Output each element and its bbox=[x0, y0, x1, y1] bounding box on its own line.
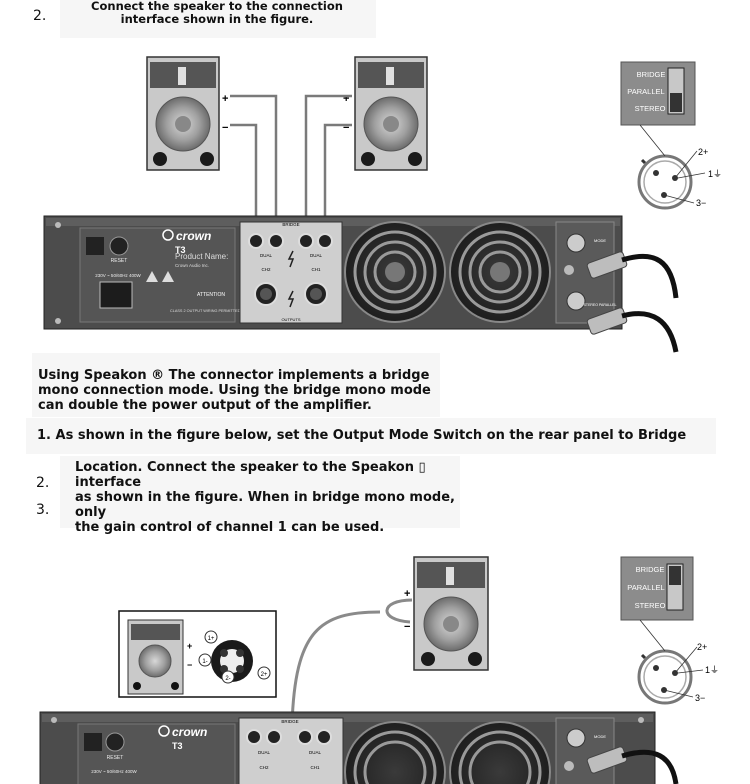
speaker-bridge bbox=[413, 556, 489, 671]
switch2-label-stereo: STEREO bbox=[635, 601, 666, 610]
mode-switch-inset: BRIDGE PARALLEL STEREO bbox=[620, 61, 696, 126]
step2-background bbox=[60, 456, 460, 528]
bridge-speaker-plus: + bbox=[404, 588, 410, 600]
amp2-ch2-label: CH2 bbox=[259, 765, 268, 770]
step1-background bbox=[26, 418, 716, 454]
bridge-speaker-minus: − bbox=[404, 621, 410, 633]
xlr2-pin2-label: 2+ bbox=[697, 642, 707, 652]
amp-product-name: Product Name: bbox=[175, 252, 228, 261]
speakon-1plus: 1+ bbox=[208, 636, 215, 642]
right-speaker-minus: − bbox=[343, 122, 349, 134]
amplifier-rear-panel: RESET 230V ~ 50/60Hz 400W crown T3 Produ… bbox=[43, 215, 623, 330]
xlr2-pin1-label: 1⏚ bbox=[705, 665, 719, 675]
step2-line: as shown in the figure. When in bridge m… bbox=[75, 490, 455, 520]
amp2-dual-ch2-label: DUAL bbox=[258, 750, 271, 755]
switch2-label-bridge: BRIDGE bbox=[636, 565, 665, 574]
amp2-mode-label: MODE bbox=[594, 734, 606, 739]
amp2-brand-logo: crown bbox=[172, 725, 207, 739]
xlr-pinout-diagram-2: 2+ 1⏚ 3− bbox=[637, 619, 719, 705]
amp-ch2-label: CH2 bbox=[261, 267, 270, 272]
amp-brand-logo: crown bbox=[176, 229, 211, 243]
xlr-pin1-label: 1⏚ bbox=[708, 169, 722, 179]
speakon-inset: 1+ 1- 2- 2+ + − bbox=[118, 610, 277, 698]
right-speaker-plus: + bbox=[343, 93, 349, 105]
amp-power-spec: 230V ~ 50/60Hz 400W bbox=[95, 273, 141, 278]
intro-line: Using Speakon ® The connector implements… bbox=[38, 368, 430, 383]
switch-label-stereo: STEREO bbox=[635, 104, 666, 113]
intro-background bbox=[32, 353, 440, 417]
amp2-reset-label: RESET bbox=[107, 755, 124, 761]
amp-model: T3 bbox=[175, 245, 186, 255]
amp-dual-ch2-label: DUAL bbox=[260, 253, 273, 258]
top-caption: Connect the speaker to the connection in… bbox=[91, 0, 343, 26]
amp2-ch1-label: CH1 bbox=[310, 765, 319, 770]
xlr-pin3-label: 3− bbox=[696, 198, 706, 208]
step2-line: the gain control of channel 1 can be use… bbox=[75, 520, 385, 535]
figure-stereo-connection: + − + − BRIDGE PARALLEL STEREO bbox=[43, 56, 722, 353]
intro-line: can double the power output of the ampli… bbox=[38, 398, 372, 413]
xlr-pinout-diagram: 2+ 1⏚ 3− bbox=[637, 124, 722, 210]
switch2-label-parallel: PARALLEL bbox=[627, 583, 664, 592]
amp-outputs-label: OUTPUTS bbox=[281, 317, 300, 322]
left-speaker-plus: + bbox=[222, 93, 228, 105]
left-speaker-minus: − bbox=[222, 122, 228, 134]
amp-dual-ch1-label: DUAL bbox=[310, 253, 323, 258]
amp-ch1-label: CH1 bbox=[311, 267, 320, 272]
speaker-right bbox=[354, 56, 428, 171]
speakon-1minus: 1- bbox=[202, 659, 207, 665]
amp-reset-label: RESET bbox=[111, 258, 128, 264]
speakon-2minus: 2- bbox=[225, 676, 230, 682]
amp-bridge-label: BRIDGE bbox=[282, 222, 299, 227]
amp2-model: T3 bbox=[172, 741, 183, 751]
step3-number: 3. bbox=[36, 502, 50, 518]
step1-text: 1. As shown in the figure below, set the… bbox=[37, 428, 687, 443]
amp-class2-warning: CLASS 2 OUTPUT WIRING PERMITTED bbox=[170, 309, 241, 313]
intro-line: mono connection mode. Using the bridge m… bbox=[38, 383, 431, 398]
speakon-2plus: 2+ bbox=[261, 672, 268, 678]
inset-speaker-plus: + bbox=[187, 641, 192, 651]
amp-mode-label: MODE bbox=[594, 238, 606, 243]
xlr-cables bbox=[586, 251, 679, 353]
intro-paragraph: Using Speakon ® The connector implements… bbox=[38, 368, 458, 413]
figure-bridge-connection: + − 1+ 1- 2- 2+ + − BRIDGE PARALLEL STER… bbox=[39, 556, 719, 784]
amp-attention: ATTENTION bbox=[197, 292, 225, 298]
step-number-top: 2. bbox=[33, 8, 47, 24]
amp2-bridge-label: BRIDGE bbox=[281, 719, 298, 724]
step2-paragraph: Location. Connect the speaker to the Spe… bbox=[75, 460, 475, 535]
caption-background bbox=[60, 0, 376, 38]
bridge-cable bbox=[290, 598, 413, 784]
mode-switch-inset-bridge: BRIDGE PARALLEL STEREO bbox=[620, 556, 694, 621]
switch-label-parallel: PARALLEL bbox=[627, 87, 664, 96]
amp-manufacturer: Crown Audio Inc. bbox=[175, 263, 209, 268]
xlr2-pin3-label: 3− bbox=[695, 693, 705, 703]
switch-label-bridge: BRIDGE bbox=[637, 70, 666, 79]
amplifier-rear-panel-2: RESET 230V ~ 50/60Hz 400W crown T3 BRIDG… bbox=[39, 711, 679, 784]
step2-line: Location. Connect the speaker to the Spe… bbox=[75, 460, 426, 490]
speaker-cables bbox=[230, 94, 352, 236]
speaker-left bbox=[146, 56, 220, 171]
amp-stereo-parallel-label: STEREO PARALLEL bbox=[584, 303, 617, 307]
xlr-pin2-label: 2+ bbox=[698, 147, 708, 157]
amp2-dual-ch1-label: DUAL bbox=[309, 750, 322, 755]
step2-number: 2. bbox=[36, 475, 50, 491]
amp2-power-spec: 230V ~ 50/60Hz 400W bbox=[91, 769, 137, 774]
inset-speaker-minus: − bbox=[187, 660, 192, 670]
